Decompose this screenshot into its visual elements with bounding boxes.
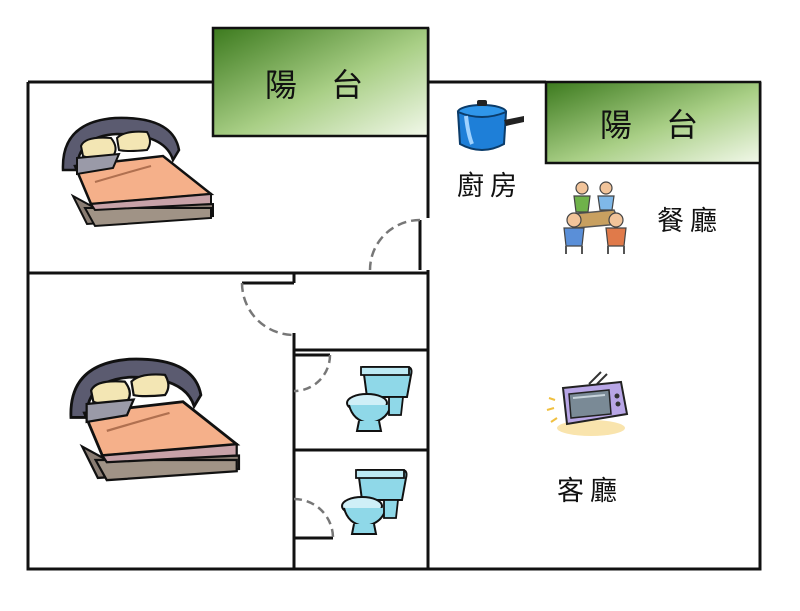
bed-icon xyxy=(69,357,241,482)
door-swings xyxy=(240,218,422,540)
walls xyxy=(26,28,762,571)
balcony-top-label: 陽 台 xyxy=(265,66,375,104)
bed-icon xyxy=(61,116,215,228)
balcony-right: 陽 台 xyxy=(544,80,762,165)
door-bedroom-2 xyxy=(240,281,295,337)
dining-label: 餐廳 xyxy=(657,206,723,237)
balcony-top: 陽 台 xyxy=(211,26,430,138)
tv-icon xyxy=(546,371,629,436)
pot-icon xyxy=(456,100,524,151)
dining-family-icon xyxy=(563,181,627,254)
door-bathroom-1 xyxy=(293,353,332,393)
living-label: 客廳 xyxy=(557,476,623,507)
kitchen-label: 廚房 xyxy=(457,171,523,202)
door-bathroom-2 xyxy=(293,497,335,540)
toilet-icon xyxy=(346,366,413,432)
balcony-right-label: 陽 台 xyxy=(600,106,710,144)
door-bedroom-1 xyxy=(368,218,422,271)
toilet-icon xyxy=(341,469,408,535)
